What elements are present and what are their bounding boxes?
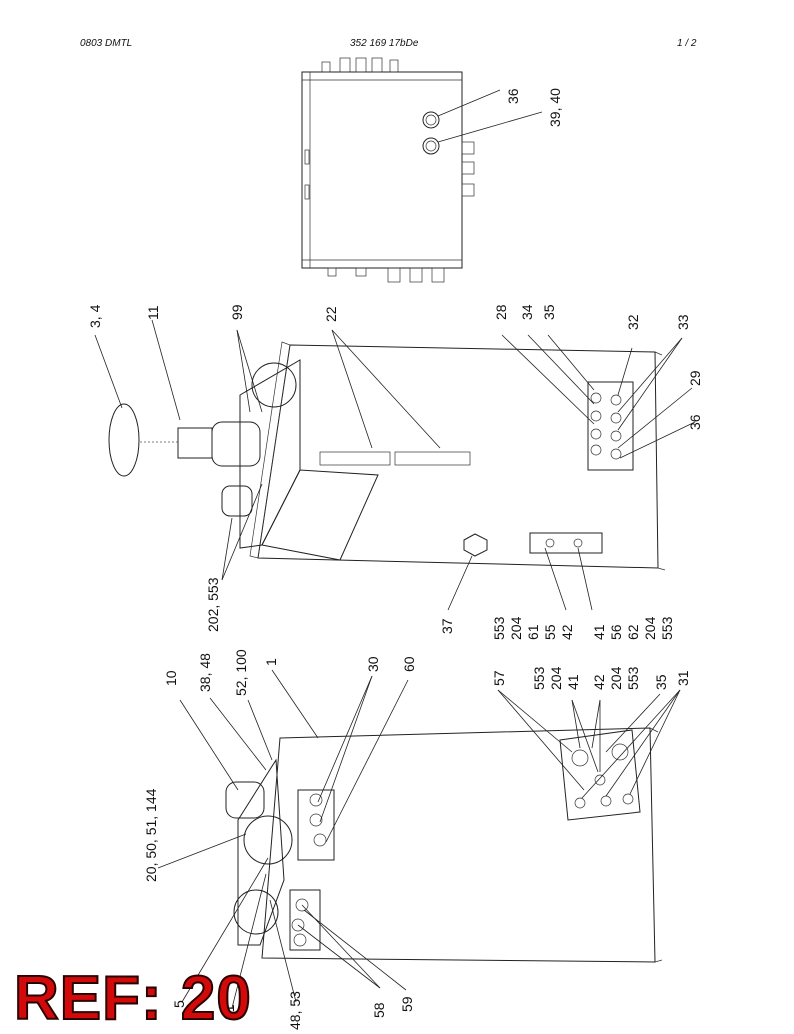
callout-204-c: 204 xyxy=(548,666,564,690)
callout-36-mid: 36 xyxy=(687,414,703,430)
callout-99: 99 xyxy=(229,304,245,320)
callout-56: 56 xyxy=(608,624,624,640)
header-part-number: 352 169 17bDe xyxy=(350,38,419,49)
header-page-number: 1 / 2 xyxy=(677,38,697,49)
callout-48-53: 48, 53 xyxy=(287,991,303,1030)
callout-52-100: 52, 100 xyxy=(233,649,249,696)
callout-34: 34 xyxy=(519,304,535,320)
callout-10: 10 xyxy=(163,670,179,686)
callout-60: 60 xyxy=(401,656,417,672)
callout-3-4: 3, 4 xyxy=(87,304,103,328)
callout-553-d: 553 xyxy=(625,666,641,690)
callout-33: 33 xyxy=(675,314,691,330)
callout-35-mid: 35 xyxy=(541,304,557,320)
callout-202-553: 202, 553 xyxy=(205,577,221,632)
callout-labels: 36 39, 40 3, 4 11 99 22 28 34 35 32 33 2… xyxy=(87,88,703,1030)
callout-553-c: 553 xyxy=(531,666,547,690)
callout-36-top: 36 xyxy=(505,88,521,104)
callout-204-b: 204 xyxy=(642,616,658,640)
callout-1: 1 xyxy=(263,658,279,666)
callout-42-b: 42 xyxy=(591,674,607,690)
callout-41-a: 41 xyxy=(591,624,607,640)
top-cabinet xyxy=(301,57,543,283)
callout-59: 59 xyxy=(399,996,415,1012)
callout-20-50-51-144: 20, 50, 51, 144 xyxy=(143,788,159,882)
callout-30: 30 xyxy=(365,656,381,672)
callout-41-b: 41 xyxy=(565,674,581,690)
callout-204-d: 204 xyxy=(608,666,624,690)
callout-57: 57 xyxy=(491,670,507,686)
callout-28: 28 xyxy=(493,304,509,320)
header-doc-code: 0803 DMTL xyxy=(80,38,133,49)
callout-39-40: 39, 40 xyxy=(547,88,563,127)
ref-label: REF: 20 xyxy=(13,964,252,1033)
callout-62: 62 xyxy=(625,624,641,640)
callout-35-bot: 35 xyxy=(653,674,669,690)
callout-42-a: 42 xyxy=(559,624,575,640)
callout-32: 32 xyxy=(625,314,641,330)
callout-29: 29 xyxy=(687,370,703,386)
middle-cabinet xyxy=(94,319,696,611)
callout-553-b: 553 xyxy=(659,616,675,640)
callout-58: 58 xyxy=(371,1002,387,1018)
callout-61: 61 xyxy=(525,624,541,640)
callout-553-a: 553 xyxy=(491,616,507,640)
callout-22: 22 xyxy=(323,306,339,322)
callout-31: 31 xyxy=(675,670,691,686)
bottom-cabinet xyxy=(157,669,681,1009)
callout-5: 5 xyxy=(171,1000,187,1008)
callout-204-a: 204 xyxy=(508,616,524,640)
callout-55: 55 xyxy=(542,624,558,640)
callout-37: 37 xyxy=(439,618,455,634)
callout-38-48: 38, 48 xyxy=(197,653,213,692)
callout-11: 11 xyxy=(145,305,161,320)
callout-21: 21 xyxy=(221,1004,237,1020)
